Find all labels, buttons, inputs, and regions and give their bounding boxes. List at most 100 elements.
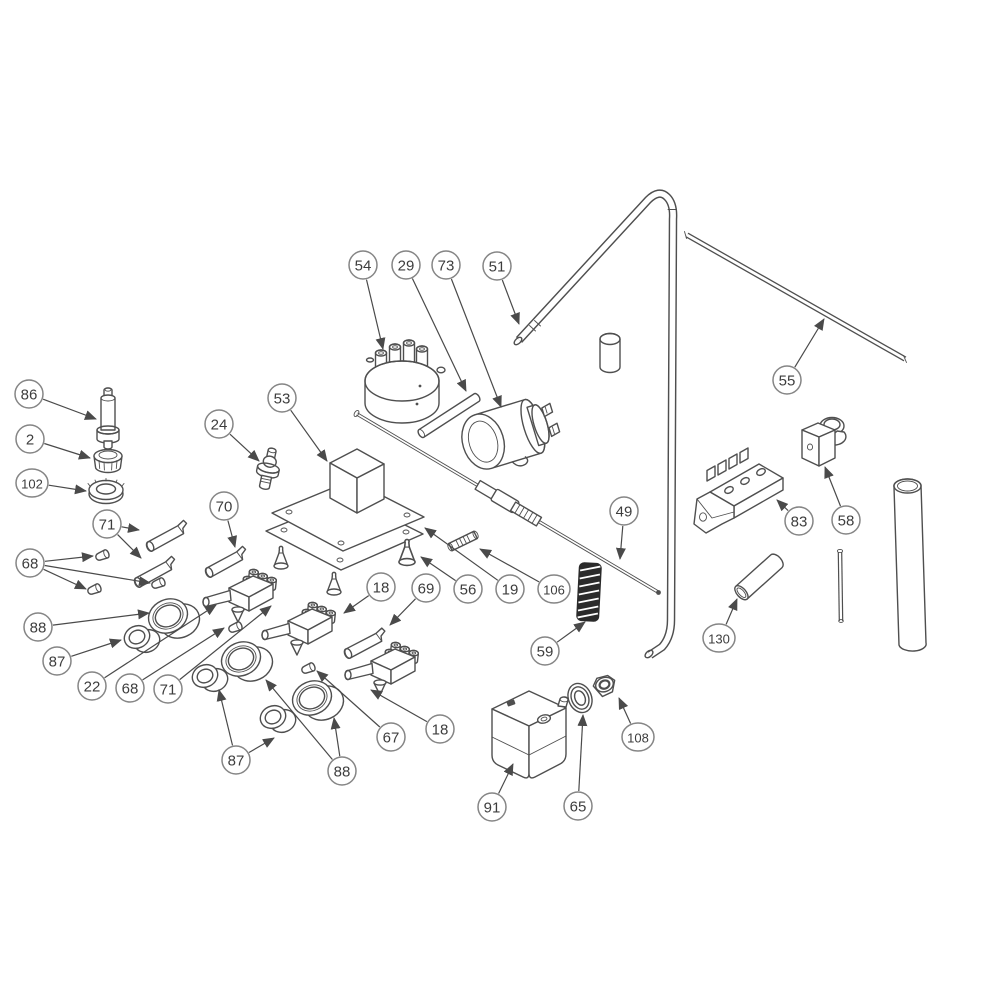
- leader-line: [216, 689, 234, 746]
- leader-line: [424, 527, 499, 581]
- callout-106: 106: [479, 548, 571, 604]
- callout-circle: [482, 251, 512, 281]
- callout-56: 56: [420, 556, 483, 604]
- callout-circle: [15, 424, 45, 454]
- callout-number: 67: [383, 730, 400, 747]
- callout-circle: [609, 496, 639, 526]
- callout-number: 53: [274, 391, 291, 408]
- callout-71-2: 71: [153, 605, 272, 704]
- callout-130: 130: [702, 598, 738, 653]
- callout-53: 53: [267, 383, 328, 462]
- part-71-tube: [142, 519, 192, 554]
- callout-circle: [453, 574, 483, 604]
- callout-29: 29: [391, 250, 467, 392]
- callout-55: 55: [772, 318, 825, 395]
- callout-circle: [366, 572, 396, 602]
- callout-circle: [772, 365, 802, 395]
- part-67-plug: [299, 661, 317, 676]
- callout-91: 91: [477, 763, 514, 822]
- callout-51: 51: [482, 251, 520, 325]
- callout-number: 56: [460, 582, 477, 599]
- callout-24: 24: [204, 409, 260, 462]
- part-54-manifold: [364, 339, 446, 424]
- callout-number: 58: [838, 513, 855, 530]
- callout-number: 59: [537, 644, 554, 661]
- callout-circle: [115, 673, 145, 703]
- callout-68: 68: [15, 548, 151, 590]
- callout-number: 83: [791, 514, 808, 531]
- leader-line: [71, 638, 122, 657]
- part-91-tank: [491, 690, 569, 779]
- leader-line: [44, 552, 94, 563]
- leader-line: [44, 564, 151, 587]
- callout-number: 19: [502, 582, 519, 599]
- callout-circle: [702, 623, 736, 653]
- part-51-bent-tube: [513, 189, 678, 659]
- callout-18-2: 18: [370, 689, 455, 744]
- callout-69: 69: [389, 573, 441, 626]
- callout-73: 73: [431, 250, 502, 408]
- leader-line: [725, 598, 738, 625]
- callout-19: 19: [424, 527, 525, 604]
- leader-line: [44, 442, 91, 460]
- callout-circle: [92, 509, 122, 539]
- leader-line: [229, 433, 260, 462]
- part-68-plug: [85, 582, 103, 597]
- part-73-solenoid: [461, 398, 561, 470]
- leader-line: [142, 627, 225, 681]
- callout-circle: [425, 714, 455, 744]
- callout-65: 65: [563, 714, 593, 821]
- part-49-rod: [353, 409, 661, 595]
- part-roller-cylinder: [599, 332, 621, 374]
- part-68-plug: [93, 548, 111, 563]
- leader-line: [389, 598, 416, 626]
- leader-line: [330, 717, 341, 757]
- callout-88-2: 88: [265, 679, 357, 786]
- part-cone-nozzle: [273, 545, 289, 570]
- leader-line: [370, 689, 428, 723]
- callout-67: 67: [316, 670, 406, 752]
- callout-circle: [204, 409, 234, 439]
- leader-line: [227, 520, 237, 548]
- part-69-tube: [340, 626, 390, 661]
- callout-number: 87: [49, 654, 66, 671]
- callout-number: 29: [398, 258, 415, 275]
- leader-line: [498, 763, 514, 794]
- leader-line: [618, 697, 632, 724]
- callout-circle: [831, 505, 861, 535]
- leader-line: [343, 595, 370, 614]
- callout-68-2: 68: [115, 627, 225, 703]
- callout-58: 58: [824, 466, 861, 535]
- callout-circle: [15, 468, 49, 498]
- part-large-tube: [893, 478, 927, 652]
- leader-line: [104, 604, 217, 679]
- part-2-cap: [93, 448, 123, 474]
- callout-circle: [621, 722, 655, 752]
- part-70-tube: [201, 545, 251, 580]
- callout-number: 18: [432, 722, 449, 739]
- callout-circle: [348, 250, 378, 280]
- callout-number: 54: [355, 258, 372, 275]
- callout-circle: [411, 573, 441, 603]
- callout-number: 70: [216, 499, 233, 516]
- leader-line: [501, 279, 520, 325]
- leader-line: [824, 466, 842, 507]
- callout-49: 49: [609, 496, 639, 560]
- part-22-nozzle-body: [203, 569, 277, 622]
- callout-number: 87: [228, 753, 245, 770]
- callout-number: 49: [616, 504, 633, 521]
- part-130-sleeve: [734, 553, 784, 601]
- part-102-locknut: [87, 478, 125, 505]
- parts-layer: [85, 189, 927, 779]
- leader-line: [615, 525, 626, 560]
- leader-line: [411, 278, 467, 392]
- callout-circle: [495, 574, 525, 604]
- leader-line: [794, 318, 825, 368]
- callout-number: 2: [26, 432, 34, 449]
- leader-line: [556, 621, 586, 643]
- callout-circle: [221, 745, 251, 775]
- callout-circle: [477, 792, 507, 822]
- callout-circle: [431, 250, 461, 280]
- callout-circle: [327, 756, 357, 786]
